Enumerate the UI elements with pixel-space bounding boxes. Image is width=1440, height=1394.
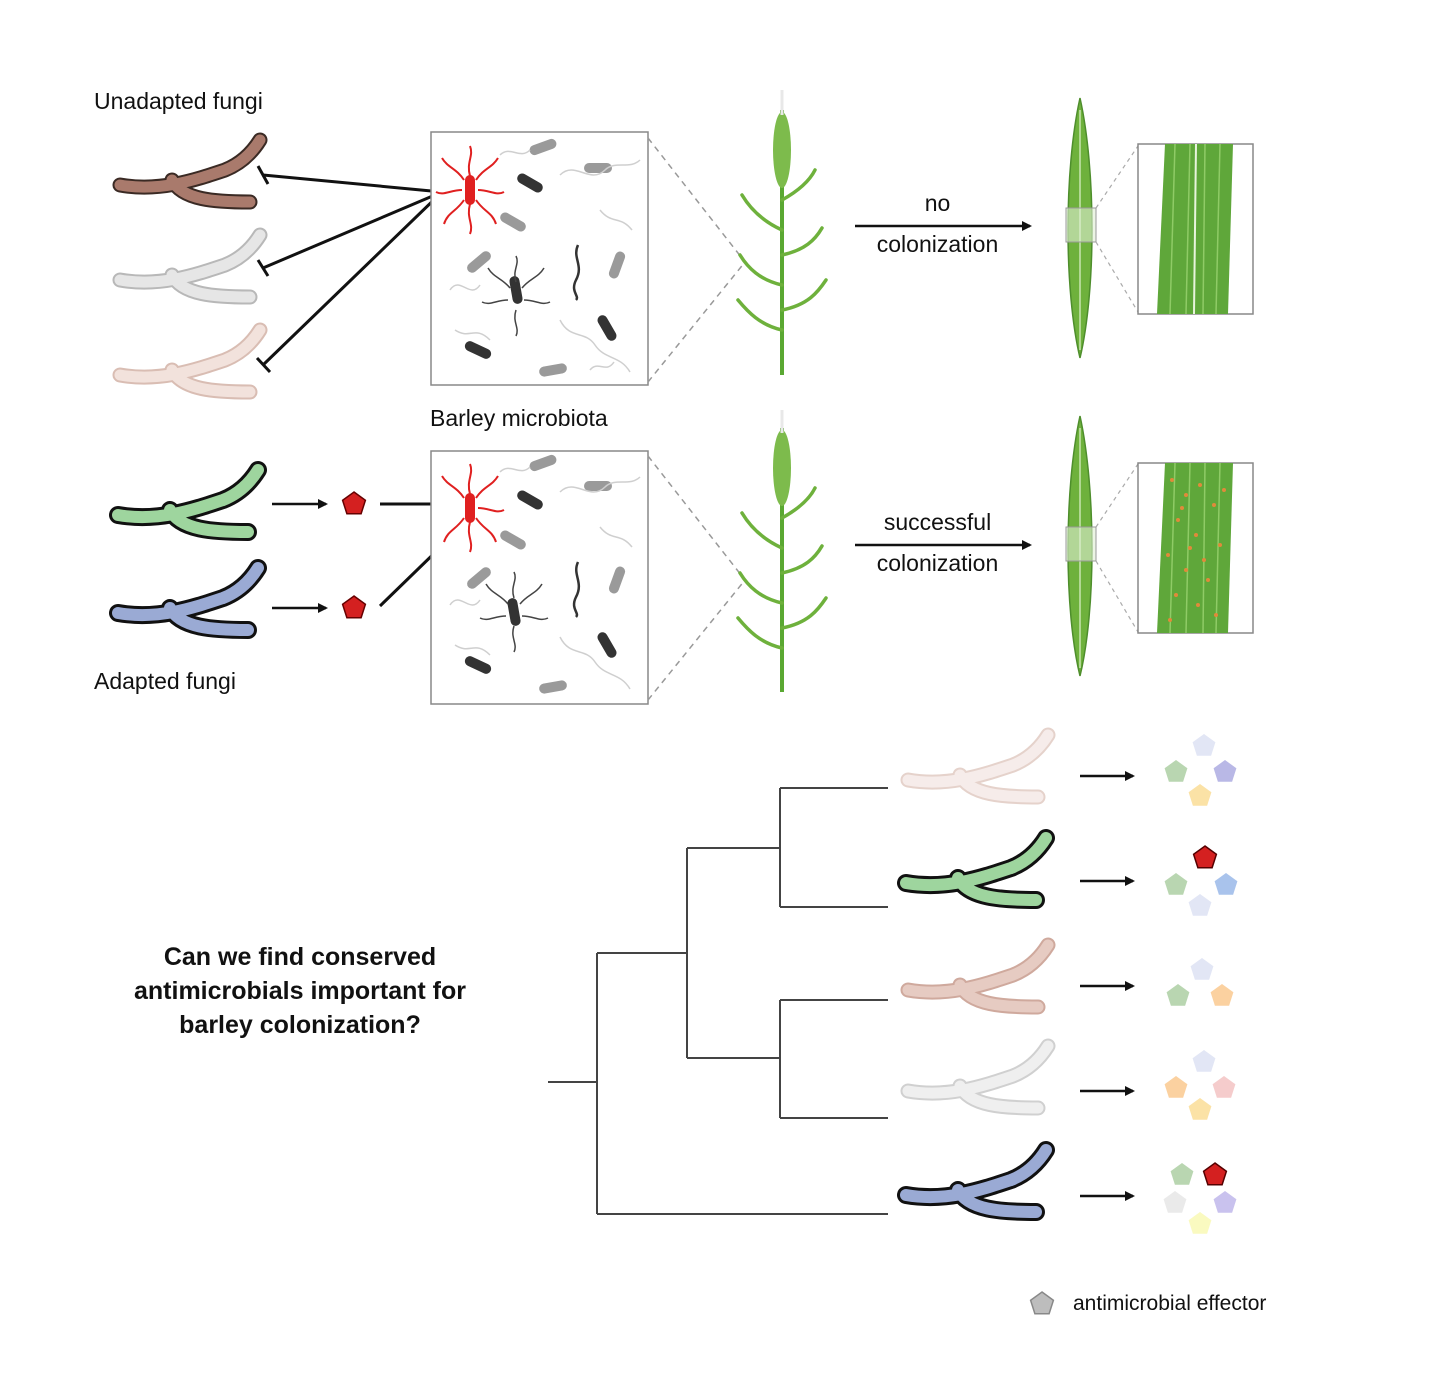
research-question: Can we find conserved antimicrobials imp… [134,943,466,1039]
no-colonization-label-line1: no [924,190,951,216]
tree-fungus-green-icon [906,838,1046,900]
effector-icon-blue-fungus [341,595,367,619]
leaf-icon-top [1065,97,1139,359]
microbiota-box-top [430,131,649,386]
effector-repertoire-3 [1166,958,1234,1006]
repertoire-arrows [1080,771,1135,1201]
no-colonization-label-line2: colonization [876,231,999,257]
zoom-lines-top [647,137,746,383]
tree-fungus-pink-icon [908,735,1048,797]
adapted-fungus-green-icon [118,470,258,532]
unadapted-fungus-brown-icon [120,140,260,202]
tree-fungus-blue-icon [906,1150,1046,1212]
inhibition-lines-top [255,165,444,374]
zoomed-leaf-infected [1137,462,1254,634]
legend-effector-icon [1029,1291,1055,1315]
effector-repertoire-5 [1163,1162,1237,1234]
effector-icon-green-fungus [341,491,367,515]
legend-label: antimicrobial effector [1073,1292,1267,1315]
successful-colonization-label-line1: successful [883,509,992,535]
adapted-fungus-blue-icon [118,568,258,630]
effector-repertoire-1 [1164,734,1237,806]
tree-fungus-brown-icon [908,945,1048,1007]
barley-plant-icon-bottom [736,410,828,692]
phylogenetic-tree [548,787,888,1215]
leaf-icon-bottom [1065,415,1139,677]
microbiota-box-bottom [430,450,649,705]
barley-plant-icon-top [736,90,828,375]
effector-repertoire-4 [1164,1050,1236,1120]
unadapted-fungi-label: Unadapted fungi [94,88,263,114]
barley-microbiota-label: Barley microbiota [430,405,608,431]
adapted-fungi-label: Adapted fungi [94,668,236,694]
secretion-arrows [272,499,328,613]
effector-repertoire-2 [1164,845,1238,916]
tree-fungus-grey-icon [908,1046,1048,1108]
successful-colonization-label-line2: colonization [876,550,999,576]
unadapted-fungus-pink-icon [120,330,260,392]
unadapted-fungus-grey-icon [120,235,260,297]
zoom-lines-bottom [647,455,746,701]
red-bacterium-icon [435,145,505,235]
zoomed-leaf-healthy [1137,143,1254,315]
